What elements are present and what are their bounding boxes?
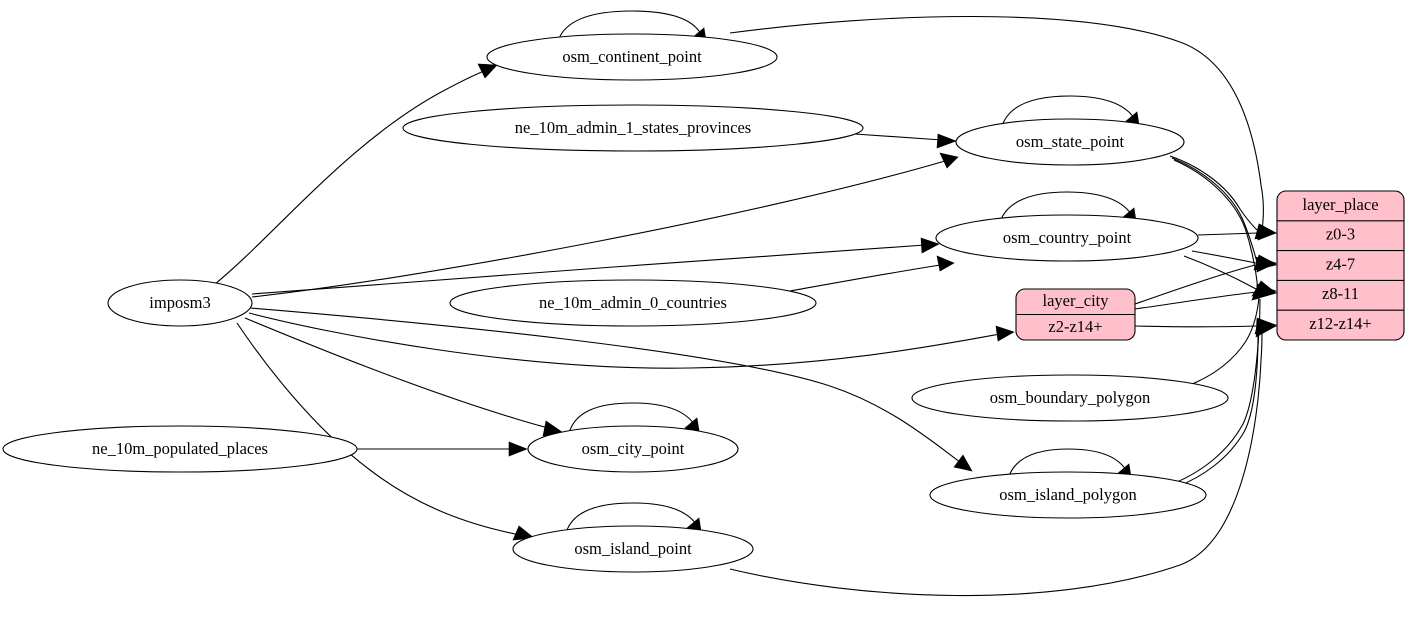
node-ne_10m_populated_places[interactable]: ne_10m_populated_places bbox=[2, 425, 358, 473]
edge-osm_country_point-to-layer_place-z0-3[interactable] bbox=[1197, 225, 1277, 241]
node-ne_10m_admin_1_states_provinces[interactable]: ne_10m_admin_1_states_provinces bbox=[402, 104, 864, 152]
node-imposm3[interactable]: imposm3 bbox=[107, 279, 253, 327]
edge-imposm3-to-osm_state_point[interactable] bbox=[251, 152, 959, 298]
edge-ne_10m_admin_0_countries-to-osm_country_point[interactable] bbox=[789, 255, 955, 292]
edge-imposm3-to-osm_city_point[interactable] bbox=[244, 317, 563, 437]
record-node-layer: layer_city z2-z14+ layer_place z0-3 z4-7… bbox=[1015, 190, 1405, 341]
edge-ne_10m_populated_places-to-osm_city_point[interactable] bbox=[357, 441, 528, 457]
edge-imposm3-to-osm_island_polygon[interactable] bbox=[249, 307, 973, 472]
node-osm_state_point[interactable]: osm_state_point bbox=[955, 118, 1185, 166]
node-osm_continent_point[interactable]: osm_continent_point bbox=[486, 33, 778, 81]
edge-ne_10m_admin_1_states_provinces-to-osm_state_point[interactable] bbox=[854, 133, 957, 149]
record-node-layer_place[interactable]: layer_place z0-3 z4-7 z8-11 z12-z14+ bbox=[1276, 190, 1405, 341]
node-osm_island_point[interactable]: osm_island_point bbox=[512, 525, 754, 573]
node-osm_city_point[interactable]: osm_city_point bbox=[527, 425, 739, 473]
edge-osm_island_point-to-layer_place-z12-z14+[interactable] bbox=[729, 321, 1277, 597]
node-ne_10m_admin_0_countries[interactable]: ne_10m_admin_0_countries bbox=[449, 279, 817, 327]
edge-imposm3-to-osm_continent_point[interactable] bbox=[214, 63, 498, 285]
node-osm_country_point[interactable]: osm_country_point bbox=[935, 214, 1199, 262]
edge-osm_state_point-to-layer_place-z4-7[interactable] bbox=[1171, 157, 1277, 271]
edge-imposm3-to-osm_island_point[interactable] bbox=[236, 322, 535, 541]
record-node-layer_city[interactable]: layer_city z2-z14+ bbox=[1015, 288, 1136, 341]
edge-imposm3-to-osm_country_point[interactable] bbox=[251, 237, 940, 295]
node-osm_boundary_polygon[interactable]: osm_boundary_polygon bbox=[911, 374, 1229, 422]
edge-imposm3-to-layer_city[interactable] bbox=[248, 312, 1015, 369]
node-osm_island_polygon[interactable]: osm_island_polygon bbox=[929, 471, 1207, 519]
edge-layer_city-to-layer_place-z4-7[interactable] bbox=[1134, 256, 1277, 305]
edge-osm_boundary_polygon-to-layer_place-z8-11[interactable] bbox=[1191, 284, 1277, 385]
